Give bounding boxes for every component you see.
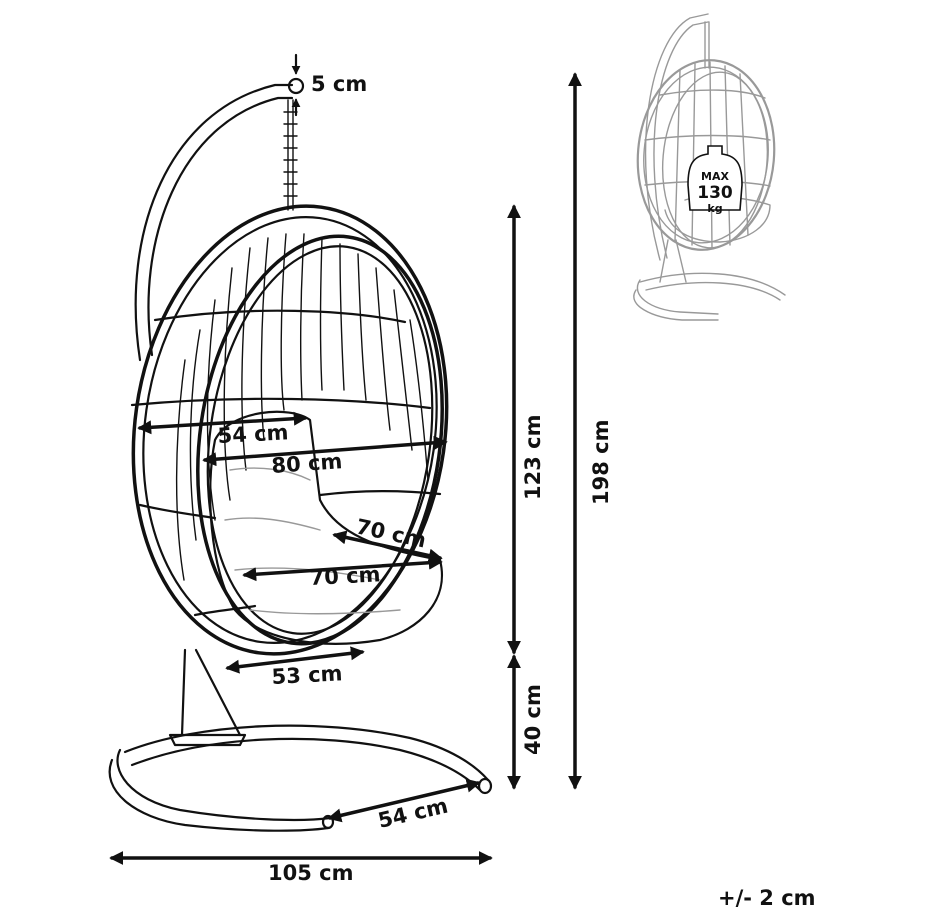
weight-badge-value: 130	[697, 183, 733, 203]
label-total-height: 198 cm	[589, 420, 613, 505]
label-bottom-width: 53 cm	[271, 661, 343, 689]
label-base-width: 105 cm	[268, 861, 353, 885]
egg-rim	[196, 234, 444, 646]
weight-badge: MAX 130 kg	[687, 145, 743, 215]
hook-ring	[287, 77, 305, 95]
label-shell-width: 80 cm	[271, 449, 343, 478]
stand-pole	[168, 648, 247, 747]
weight-badge-unit: kg	[707, 202, 722, 215]
stand-base	[108, 724, 493, 832]
egg-shell-outer	[131, 204, 449, 656]
weight-badge-max: MAX	[701, 170, 729, 183]
tolerance-note: +/- 2 cm	[718, 886, 816, 910]
seat-cushion	[209, 410, 443, 645]
label-seat-clearance: 40 cm	[521, 684, 545, 755]
label-cushion-width: 70 cm	[309, 562, 381, 590]
dimension-lines	[109, 53, 582, 865]
rattan-bands	[130, 309, 442, 617]
label-seat-width-inner: 54 cm	[217, 420, 289, 448]
label-shell-height: 123 cm	[521, 415, 545, 500]
label-gap: 5 cm	[311, 72, 367, 96]
chain	[283, 99, 298, 211]
